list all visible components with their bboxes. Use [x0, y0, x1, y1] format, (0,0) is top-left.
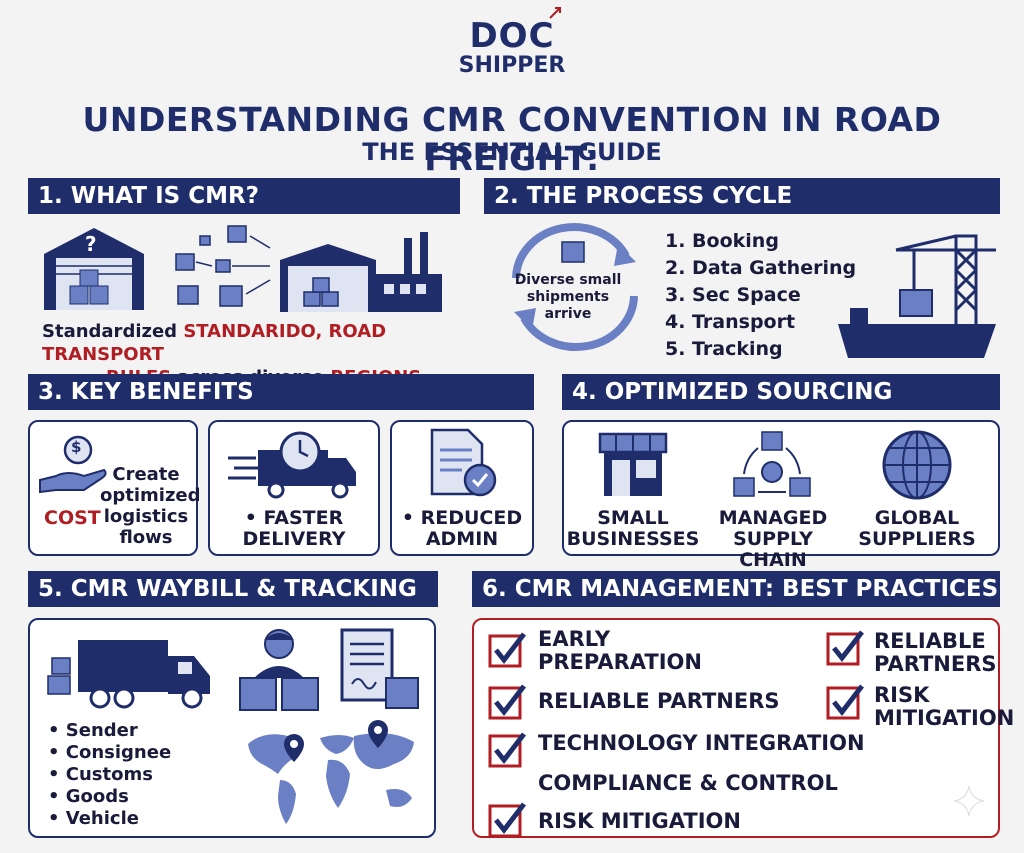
sourcing-global-suppliers: GLOBAL SUPPLIERS: [852, 508, 982, 550]
practice-technology-integration: TECHNOLOGY INTEGRATION: [538, 731, 865, 755]
admin-line: • REDUCED: [401, 507, 523, 529]
sourcing-line: SUPPLIERS: [858, 528, 976, 550]
globe-icon: [882, 430, 952, 500]
worker-boxes-icon: [239, 629, 319, 711]
supply-chain-icon: [733, 431, 811, 497]
section2-heading: 2. THE PROCESS CYCLE: [484, 178, 1000, 214]
faster-delivery-text: • FASTER DELIVERY: [208, 508, 380, 550]
checkbox-icon: [826, 684, 864, 720]
sourcing-small-businesses: SMALL BUSINESSES: [566, 508, 700, 550]
delivery-line: • FASTER: [244, 507, 344, 529]
desc-standardized: Standardized: [42, 321, 184, 342]
step-item: 1. Booking: [665, 230, 779, 252]
bullet-item: • Goods: [48, 786, 129, 807]
reduced-admin-text: • REDUCED ADMIN: [390, 508, 534, 550]
warehouse-icon: [44, 228, 144, 310]
section1-description: Standardized STANDARIDO, ROAD TRANSPORT …: [42, 320, 462, 389]
practice-early-preparation: EARLY PREPARATION: [538, 628, 702, 674]
practice-line: MITIGATION: [874, 706, 1015, 730]
checkbox-icon: [826, 630, 864, 666]
waybill-document-icon: [340, 628, 419, 709]
practice-line: EARLY: [538, 627, 611, 651]
section1-heading: 1. WHAT IS CMR?: [28, 178, 460, 214]
cycle-arrows-icon: [512, 223, 638, 351]
coin-symbol: $: [71, 438, 82, 456]
practice-line: PARTNERS: [874, 652, 997, 676]
delivery-line: DELIVERY: [242, 528, 346, 550]
cost-line: flows: [119, 527, 173, 548]
cost-line: optimized: [100, 485, 201, 506]
storefront-icon: [598, 432, 668, 496]
truck-icon: [47, 640, 210, 709]
world-map-icon: [248, 720, 414, 824]
sourcing-line: BUSINESSES: [566, 528, 700, 550]
small-boxes-icon: [175, 225, 271, 307]
crane-ship-icon: [838, 234, 996, 358]
document-gear-icon: [430, 428, 497, 497]
practice-reliable-partners: RELIABLE PARTNERS: [538, 689, 780, 713]
section3-heading: 3. KEY BENEFITS: [28, 374, 534, 410]
sourcing-line: GLOBAL: [874, 507, 960, 529]
checkbox-icon: [488, 732, 526, 768]
hand-coin-icon: [39, 435, 107, 494]
logo-shipper: SHIPPER: [458, 53, 566, 78]
checkbox-icon: [488, 632, 526, 668]
cost-line: Create: [112, 464, 180, 485]
factory-icon: [280, 232, 442, 312]
sourcing-line: SMALL: [597, 507, 669, 529]
practice-reliable-partners-2: RELIABLE PARTNERS: [874, 630, 996, 676]
page-subtitle: THE ESSENTIAL GUIDE: [362, 138, 662, 166]
bullet-item: • Sender: [48, 720, 138, 741]
practice-compliance-control: COMPLIANCE & CONTROL: [538, 771, 838, 795]
logo-plane-icon: [549, 7, 561, 19]
sourcing-line: SUPPLY CHAIN: [733, 528, 813, 571]
cycle-text: Diverse small shipments arrive: [508, 272, 628, 323]
page-title: UNDERSTANDING CMR CONVENTION IN ROAD FRE…: [82, 100, 942, 178]
warehouse-question: ?: [85, 232, 97, 256]
sourcing-managed-supply: MANAGED SUPPLY CHAIN: [700, 508, 846, 571]
practice-line: RISK: [874, 683, 930, 707]
practice-line: PREPARATION: [538, 650, 702, 674]
best-practices-card: [472, 618, 1000, 838]
desc-standarido: STANDARIDO, ROAD TRANSPORT: [42, 321, 387, 365]
cost-text: Create optimized logistics flows: [100, 464, 201, 548]
cost-line: logistics: [103, 506, 189, 527]
practice-risk-mitigation-2: RISK MITIGATION: [874, 684, 1014, 730]
cycle-line-3: arrive: [544, 306, 592, 322]
practice-risk-mitigation: RISK MITIGATION: [538, 809, 741, 833]
waybill-bullets: • Sender • Consignee • Customs • Goods •…: [48, 720, 171, 830]
bullet-item: • Customs: [48, 764, 153, 785]
section5-heading: 5. CMR WAYBILL & TRACKING: [28, 571, 438, 607]
logo: DOC SHIPPER: [0, 18, 1024, 78]
checkbox-icon: [488, 684, 526, 720]
step-item: 2. Data Gathering: [665, 257, 857, 279]
process-steps: 1. Booking 2. Data Gathering 3. Sec Spac…: [665, 228, 856, 363]
sourcing-line: MANAGED: [718, 507, 828, 529]
logo-doc: DOC: [469, 16, 555, 56]
delivery-truck-icon: [228, 431, 356, 499]
bullet-item: • Consignee: [48, 742, 172, 763]
sparkle-icon: [953, 785, 985, 817]
admin-line: ADMIN: [425, 528, 499, 550]
step-item: 3. Sec Space: [665, 284, 801, 306]
cycle-line-2: shipments: [526, 289, 610, 305]
step-item: 5. Tracking: [665, 338, 783, 360]
checkbox-icon: [488, 802, 526, 838]
practice-line: RELIABLE: [874, 629, 986, 653]
cost-label: COST: [44, 507, 101, 529]
section4-heading: 4. OPTIMIZED SOURCING: [562, 374, 1000, 410]
section6-heading: 6. CMR MANAGEMENT: BEST PRACTICES: [472, 571, 1000, 607]
cycle-line-1: Diverse small: [514, 272, 622, 288]
step-item: 4. Transport: [665, 311, 796, 333]
bullet-item: • Vehicle: [48, 808, 139, 829]
